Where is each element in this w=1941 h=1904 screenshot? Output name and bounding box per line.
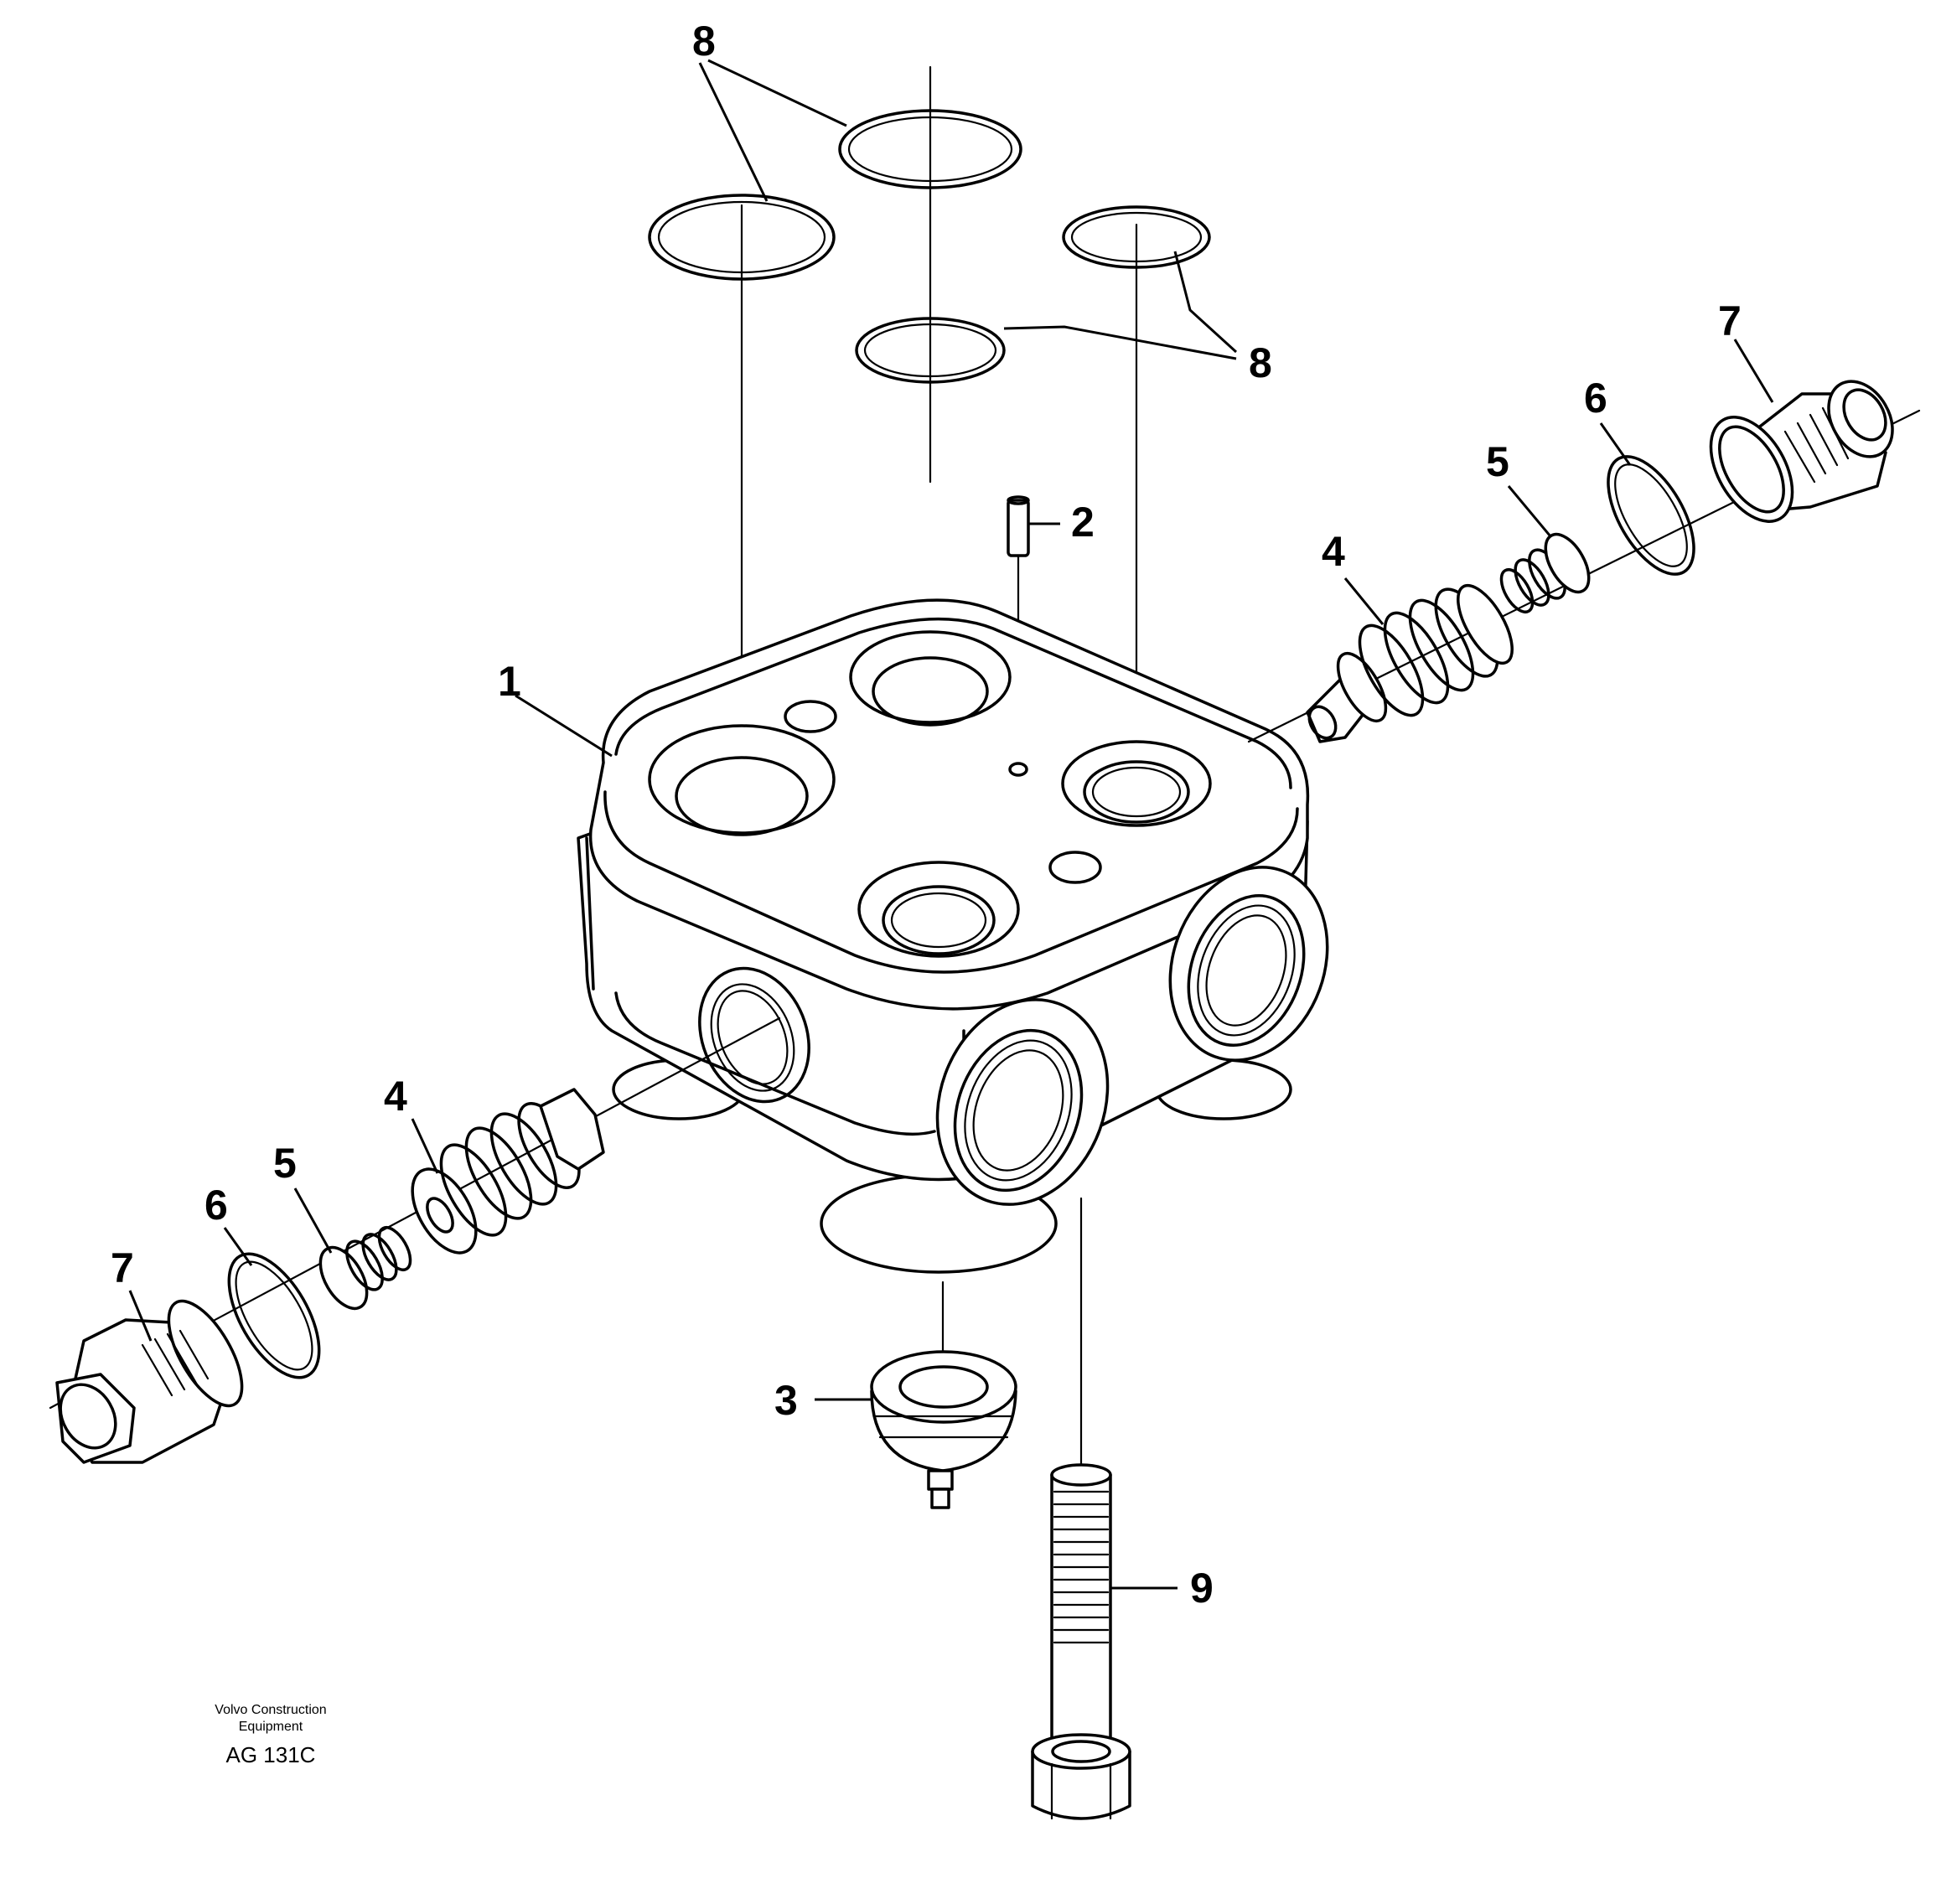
spring-right [1499, 532, 1591, 613]
callout-4-left: 4 [384, 1073, 407, 1120]
valve-spring-right [1306, 583, 1514, 743]
callout-1: 1 [498, 658, 521, 705]
plug-right [1709, 380, 1894, 523]
seal-ring-left [227, 1252, 321, 1379]
callout-8-right: 8 [1249, 339, 1272, 386]
valve-spring-left [411, 1088, 605, 1255]
drawing-code: AG 131C [226, 1742, 316, 1767]
callout-9: 9 [1190, 1565, 1214, 1612]
plug-left [55, 1299, 244, 1464]
callout-6-left: 6 [204, 1182, 228, 1229]
callout-4-right: 4 [1322, 528, 1345, 575]
callout-7-right: 7 [1718, 298, 1742, 344]
check-valve [870, 1281, 1017, 1509]
credit-line-2: Equipment [239, 1720, 303, 1734]
spring-left [318, 1226, 412, 1311]
callout-5-right: 5 [1486, 438, 1509, 485]
side-port-right-front [935, 998, 1110, 1206]
valve-housing [577, 598, 1329, 1274]
callout-2: 2 [1071, 499, 1095, 546]
callout-8-top: 8 [692, 18, 716, 65]
callout-7-left: 7 [111, 1244, 134, 1291]
callout-3: 3 [774, 1377, 798, 1424]
callout-6-right: 6 [1584, 375, 1607, 422]
leader-lines [128, 59, 1774, 1590]
callout-5-left: 5 [273, 1140, 297, 1187]
seal-ring-right [1607, 455, 1695, 576]
bolt [1031, 1197, 1131, 1820]
side-port-right-back [1168, 866, 1329, 1062]
credit-line-1: Volvo Construction [215, 1703, 326, 1717]
